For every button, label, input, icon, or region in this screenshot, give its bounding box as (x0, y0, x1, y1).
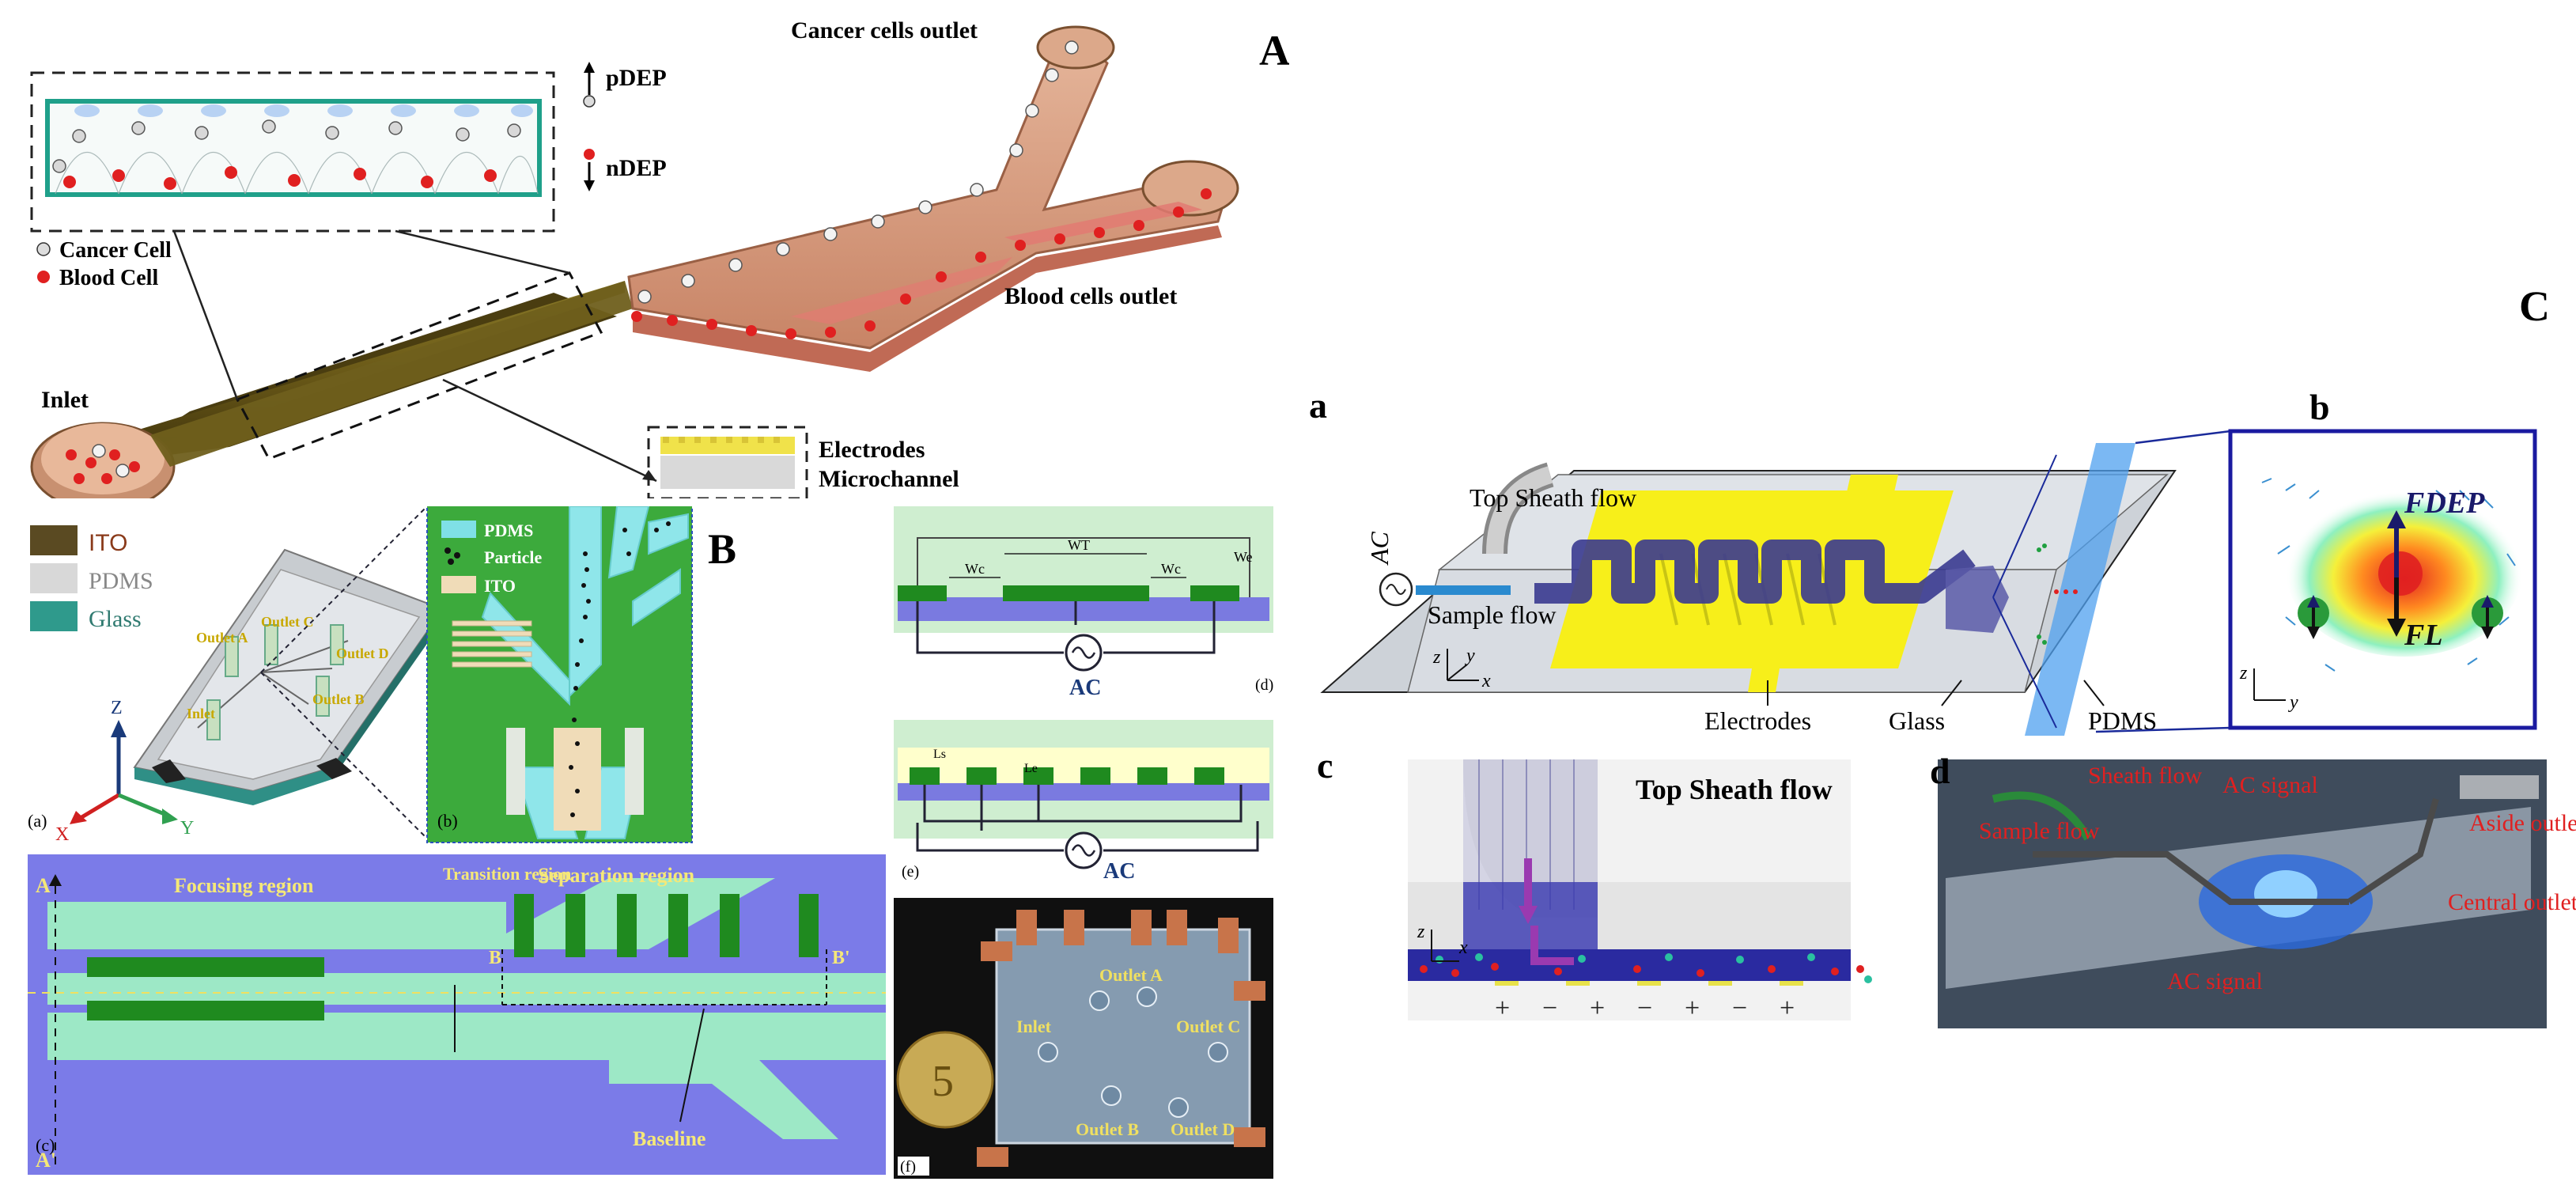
c-label-a: A (36, 874, 51, 897)
f-outlet-d: Outlet D (1171, 1119, 1235, 1139)
chip-outlet-b: Outlet B (312, 691, 365, 707)
f-outlet-b: Outlet B (1076, 1119, 1139, 1139)
panel-b-diagram: ITO PDMS Glass Outlet C Outlet A Outlet … (28, 502, 1273, 1179)
chip-outlet-d: Outlet D (336, 646, 389, 661)
zoom-legend-particle: Particle (484, 547, 543, 567)
chip-inlet: Inlet (187, 706, 215, 721)
c-transition-label: Transition region (443, 864, 571, 884)
sub-b-label: (b) (437, 811, 458, 831)
c-c-sign-4: + (1685, 994, 1700, 1023)
panel-letter-b: B (708, 525, 736, 573)
c-a-top-sheath: Top Sheath flow (1470, 483, 1636, 512)
sub-e-label: (e) (902, 863, 919, 880)
e-le-label: Le (1024, 762, 1038, 775)
panel-letter-a: A (1259, 27, 1289, 74)
ndep-label: nDEP (606, 155, 667, 181)
sub-c-label: (c) (36, 1135, 55, 1155)
c-c-sign-1: − (1542, 994, 1557, 1023)
legend-glass: Glass (89, 606, 142, 632)
d-wt-label: WT (1068, 537, 1090, 553)
c-c-sign-6: + (1780, 994, 1795, 1023)
axis-y: Y (180, 818, 194, 839)
c-c-x: x (1458, 937, 1468, 958)
c-label-a-prime: A' (36, 1149, 56, 1172)
electrodes-label: Electrodes (819, 437, 925, 463)
c-a-ac: AC (1365, 531, 1394, 566)
c-b-fdep: FDEP (2404, 487, 2485, 520)
c-b-z: z (2239, 663, 2248, 683)
chip-outlet-a: Outlet A (196, 630, 248, 646)
c-c-sign-3: − (1637, 994, 1652, 1023)
chip-outlet-c: Outlet C (261, 614, 314, 630)
panel-b: ITO PDMS Glass Outlet C Outlet A Outlet … (0, 502, 1305, 1185)
c-c-sign-2: + (1590, 994, 1605, 1023)
e-ac-label: AC (1103, 859, 1135, 884)
blood-outlet-label: Blood cells outlet (1004, 283, 1177, 309)
c-label-b: B (489, 948, 501, 968)
c-d-sheath-flow: Sheath flow (2088, 763, 2202, 789)
c-a-sample-flow: Sample flow (1428, 600, 1557, 629)
cancer-cell-legend: Cancer Cell (59, 238, 172, 263)
f-inlet: Inlet (1016, 1017, 1052, 1036)
c-b-letter: b (2309, 387, 2330, 427)
legend-ito: ITO (89, 530, 127, 556)
c-separation-label: Separation region (538, 864, 695, 887)
sub-d-label: (d) (1255, 676, 1273, 694)
c-d-ac-signal-2: AC signal (2167, 968, 2263, 994)
sub-a-label: (a) (28, 811, 47, 831)
c-focusing-label: Focusing region (174, 874, 314, 897)
panel-c-diagram: C a AC Top Sheath flow Sample flow Elect… (1309, 282, 2576, 1028)
c-d-aside-outlet: Aside outlet (2469, 810, 2576, 836)
c-a-y: y (1465, 646, 1475, 666)
c-b-fl: FL (2404, 619, 2443, 652)
sub-f-label: (f) (900, 1158, 916, 1176)
e-ls-label: Ls (933, 748, 946, 761)
c-b-y: y (2288, 692, 2298, 713)
d-wc-label: Wc (965, 561, 985, 577)
f-outlet-c: Outlet C (1176, 1017, 1240, 1036)
zoom-legend-pdms: PDMS (484, 521, 533, 540)
c-a-letter: a (1309, 385, 1327, 426)
c-a-x: x (1481, 671, 1491, 691)
c-c-sign-5: − (1732, 994, 1747, 1023)
d-wc2-label: Wc (1161, 561, 1181, 577)
legend-pdms: PDMS (89, 568, 153, 594)
c-d-ac-signal: AC signal (2222, 772, 2318, 798)
panel-a-diagram: A pDEP nDEP Cancer Cell Blood Cell (30, 17, 1290, 512)
c-a-electrodes: Electrodes (1704, 706, 1811, 735)
microchannel-label: Microchannel (819, 466, 959, 492)
c-c-letter: c (1317, 745, 1333, 786)
c-label-b-prime: B' (832, 948, 850, 968)
c-baseline-label: Baseline (633, 1127, 705, 1150)
coin-label: 5 (932, 1057, 954, 1106)
blood-cell-legend: Blood Cell (59, 266, 158, 290)
panel-c: C a AC Top Sheath flow Sample flow Elect… (1297, 0, 2576, 1185)
d-we-label: We (1234, 549, 1253, 565)
c-c-sign-0: + (1495, 994, 1510, 1023)
panel-a: A pDEP nDEP Cancer Cell Blood Cell (0, 0, 1290, 512)
inlet-label: Inlet (41, 387, 89, 413)
c-a-z: z (1432, 647, 1441, 668)
d-ac-label: AC (1069, 676, 1101, 700)
axis-z: Z (111, 698, 123, 718)
axis-x: X (55, 824, 69, 845)
c-a-glass: Glass (1889, 706, 1945, 735)
cancer-outlet-label: Cancer cells outlet (791, 17, 978, 44)
c-d-sample-flow: Sample flow (1979, 818, 2100, 844)
zoom-legend-ito: ITO (484, 576, 516, 596)
c-d-central-outlet: Central outlet (2448, 889, 2576, 915)
c-c-z: z (1417, 922, 1425, 942)
f-outlet-a: Outlet A (1099, 965, 1163, 985)
panel-letter-c: C (2519, 282, 2550, 330)
c-d-letter: d (1930, 751, 1950, 791)
c-c-top-sheath: Top Sheath flow (1636, 774, 1833, 805)
pdep-label: pDEP (606, 65, 667, 91)
